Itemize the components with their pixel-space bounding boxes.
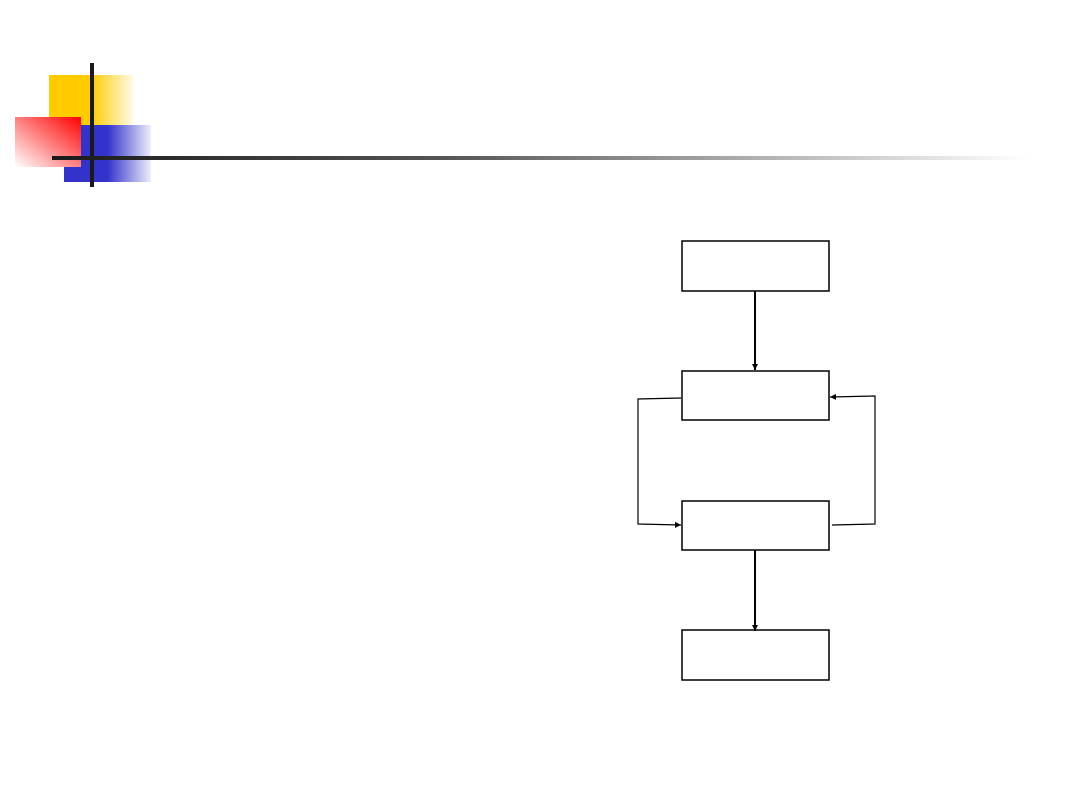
flow-box-2: [681, 370, 830, 421]
flow-box-3: [681, 500, 830, 551]
flow-box-4: [681, 629, 830, 681]
title-decoration: [15, 63, 1030, 187]
arrow-2-to-3-left: [637, 397, 682, 528]
vertical-bar: [90, 63, 94, 187]
arrow-3-to-2-right: [829, 393, 876, 526]
flow-box-1: [681, 240, 830, 292]
horizontal-rule: [52, 156, 1030, 160]
flowchart: [637, 240, 876, 681]
